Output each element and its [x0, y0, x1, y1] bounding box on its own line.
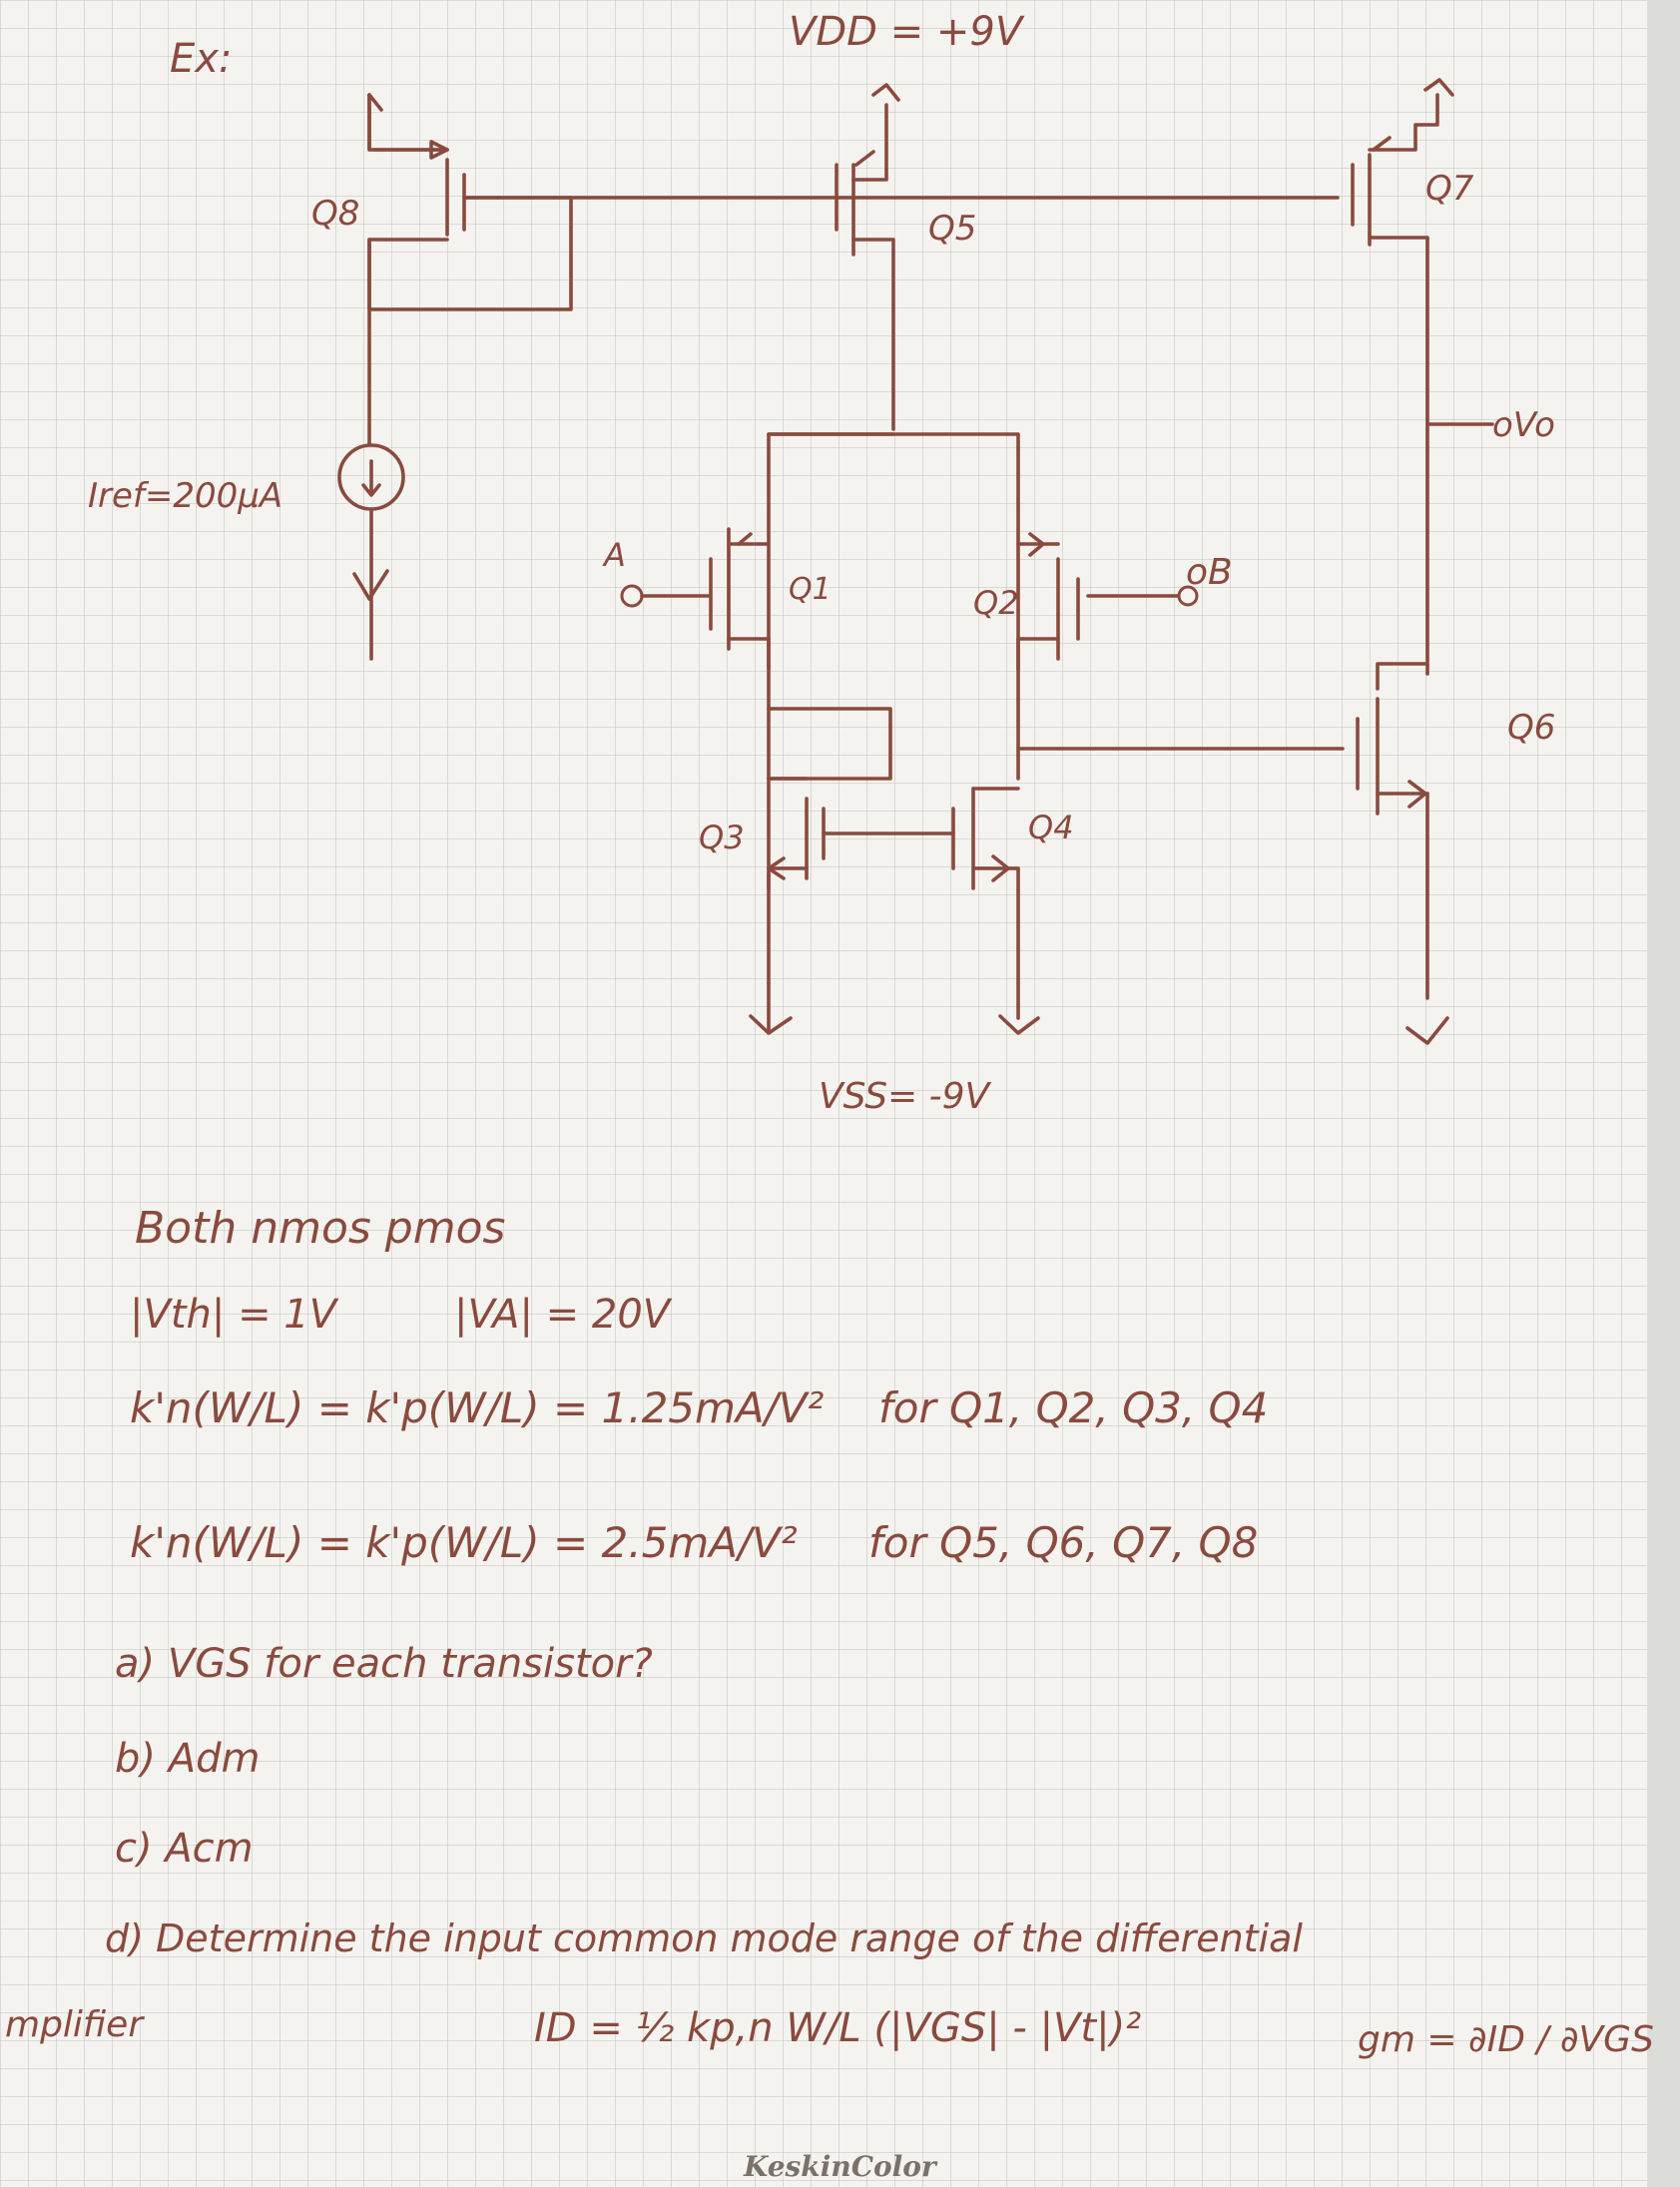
- transistor-q6: [1356, 662, 1449, 1045]
- output-label: oVo: [1492, 405, 1555, 445]
- q6-label: Q6: [1507, 708, 1555, 748]
- input-b-label: oB: [1186, 552, 1233, 593]
- note-k-eq2-for: for Q5, Q6, Q7, Q8: [868, 1518, 1258, 1567]
- example-label: Ex:: [170, 36, 232, 82]
- problem-notes: Both nmos pmos |Vth| = 1V |VA| = 20V k'n…: [5, 1203, 1654, 2183]
- q4-label: Q4: [1028, 809, 1074, 846]
- circuit-schematic: [337, 78, 1494, 1045]
- transistor-q1: [620, 527, 771, 711]
- note-k-eq1: k'n(W/L) = k'p(W/L) = 1.25mA/V²: [130, 1383, 825, 1432]
- q7-label: Q7: [1425, 169, 1474, 209]
- note-vth: |Vth| = 1V: [130, 1292, 339, 1338]
- q5-label: Q5: [928, 209, 976, 249]
- note-both: Both nmos pmos: [135, 1203, 505, 1254]
- circuit-labels: Ex: VDD = +9V Q8 Q5 Q7 oVo Iref=200μA A …: [88, 9, 1555, 1117]
- question-d: d) Determine the input common mode range…: [105, 1916, 1303, 1960]
- iref-label: Iref=200μA: [88, 476, 282, 516]
- transistor-q3: [749, 707, 892, 1035]
- input-a-label: A: [602, 536, 626, 574]
- q1-label: Q1: [789, 572, 832, 607]
- q3-label: Q3: [699, 819, 745, 856]
- transistor-q7: [1351, 78, 1494, 676]
- iref-current-source: [337, 443, 405, 661]
- brand-logo: KeskinColor: [743, 2150, 938, 2183]
- transistor-q5: [835, 83, 900, 431]
- question-b: b) Adm: [115, 1736, 260, 1782]
- q2-label: Q2: [973, 584, 1019, 622]
- gm-formula: gm = ∂ID / ∂VGS: [1358, 2019, 1654, 2060]
- id-formula: ID = ½ kp,n W/L (|VGS| - |Vt|)²: [534, 2005, 1141, 2051]
- q8-label: Q8: [311, 194, 359, 234]
- vss-label: VSS= -9V: [819, 1076, 992, 1117]
- note-va: |VA| = 20V: [454, 1292, 673, 1338]
- note-k-eq2: k'n(W/L) = k'p(W/L) = 2.5mA/V²: [130, 1518, 798, 1567]
- note-k-eq1-for: for Q1, Q2, Q3, Q4: [878, 1383, 1268, 1432]
- vdd-label: VDD = +9V: [789, 9, 1025, 55]
- question-c: c) Acm: [115, 1826, 254, 1872]
- transistor-q2: [1016, 532, 1199, 781]
- transistor-q4: [822, 747, 1345, 1035]
- note-amplifier: mplifier: [5, 2004, 145, 2045]
- question-a: a) VGS for each transistor?: [115, 1641, 653, 1687]
